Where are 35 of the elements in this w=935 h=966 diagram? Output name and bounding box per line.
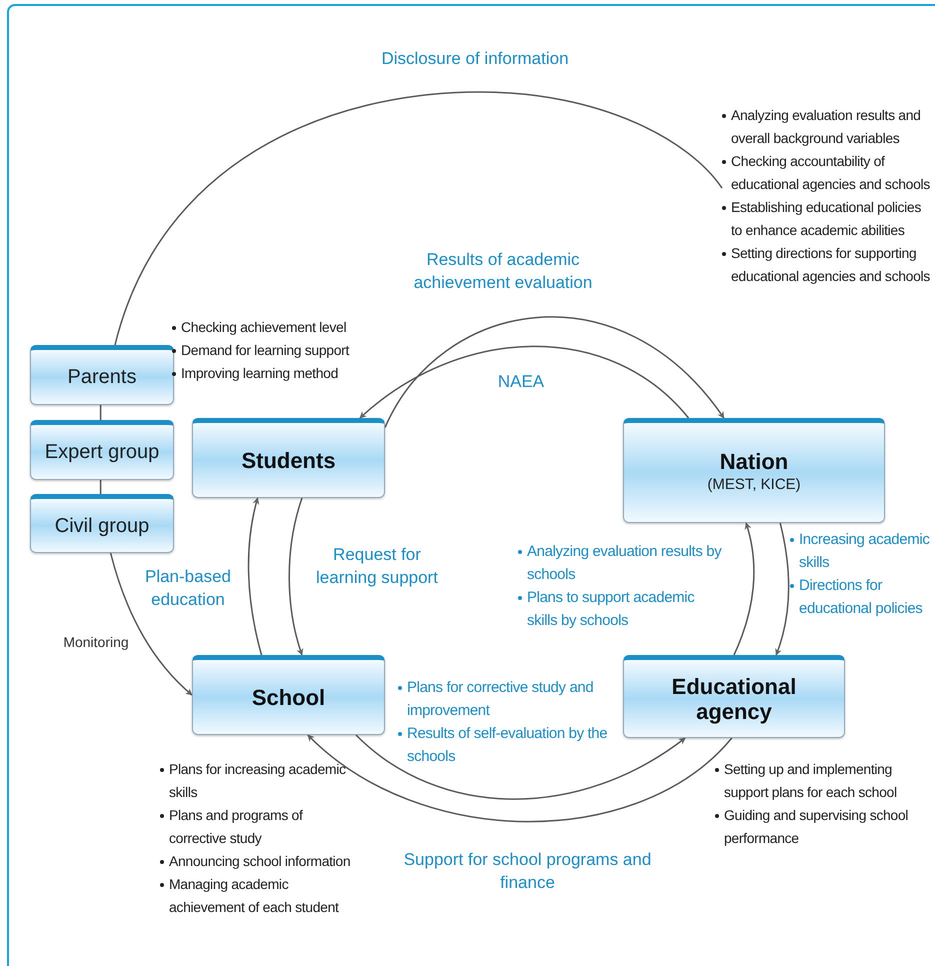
bullet-text: Demand for learning support (181, 341, 349, 360)
process-box: Educational agency (623, 655, 845, 738)
bullet-text: Analyzing evaluation results by schools (527, 542, 723, 585)
bullet-text: Improving learning method (181, 364, 338, 383)
bullet-text: Establishing educational policies to enhance academic abilities (731, 198, 922, 240)
connector-arrow (775, 522, 790, 656)
group-box: Parents (30, 345, 174, 405)
connector-arrow (733, 522, 755, 656)
bullet-text: Managing academic achievement of each student (169, 875, 340, 917)
group-box: Civil group (30, 494, 174, 553)
connector-arrow (359, 346, 690, 419)
group-box: Expert group (30, 420, 174, 480)
process-box: School (192, 655, 385, 735)
bullet-text: Directions for educational policies (799, 576, 924, 619)
bullet-text: Setting up and implementing support plans for each school (724, 760, 898, 802)
connector-arrow (384, 316, 724, 428)
bullet-text: Setting directions for supporting educational agencies and schools (731, 244, 931, 286)
bullet-text: Plans to support academic skills by schools (527, 588, 696, 631)
connector-arrow (356, 734, 686, 800)
bullet-text: Plans for corrective study and improvement (407, 678, 594, 721)
bullet-text: Plans for increasing academic skills (169, 760, 347, 802)
bullet-text: Analyzing evaluation results and overall background variables (731, 106, 922, 148)
connector-arrow (307, 734, 732, 822)
bullet-text: Checking accountability of educational agencies and schools (731, 152, 931, 194)
connector-arrow (248, 497, 262, 656)
bullet-text: Announcing school information (169, 852, 350, 871)
bullet-text: Increasing academic skills (799, 530, 930, 573)
bullet-text: Plans and programs of corrective study (169, 806, 304, 848)
process-box: Students (192, 418, 385, 498)
connector-arrow (288, 498, 304, 656)
bullet-text: Guiding and supervising school performance (724, 806, 910, 848)
bullet-text: Checking achievement level (181, 318, 346, 337)
connector-arrow (110, 552, 193, 696)
bullet-text: Results of self-evaluation by the schools (407, 724, 608, 767)
process-box: Nation (MEST, KICE) (623, 418, 885, 523)
